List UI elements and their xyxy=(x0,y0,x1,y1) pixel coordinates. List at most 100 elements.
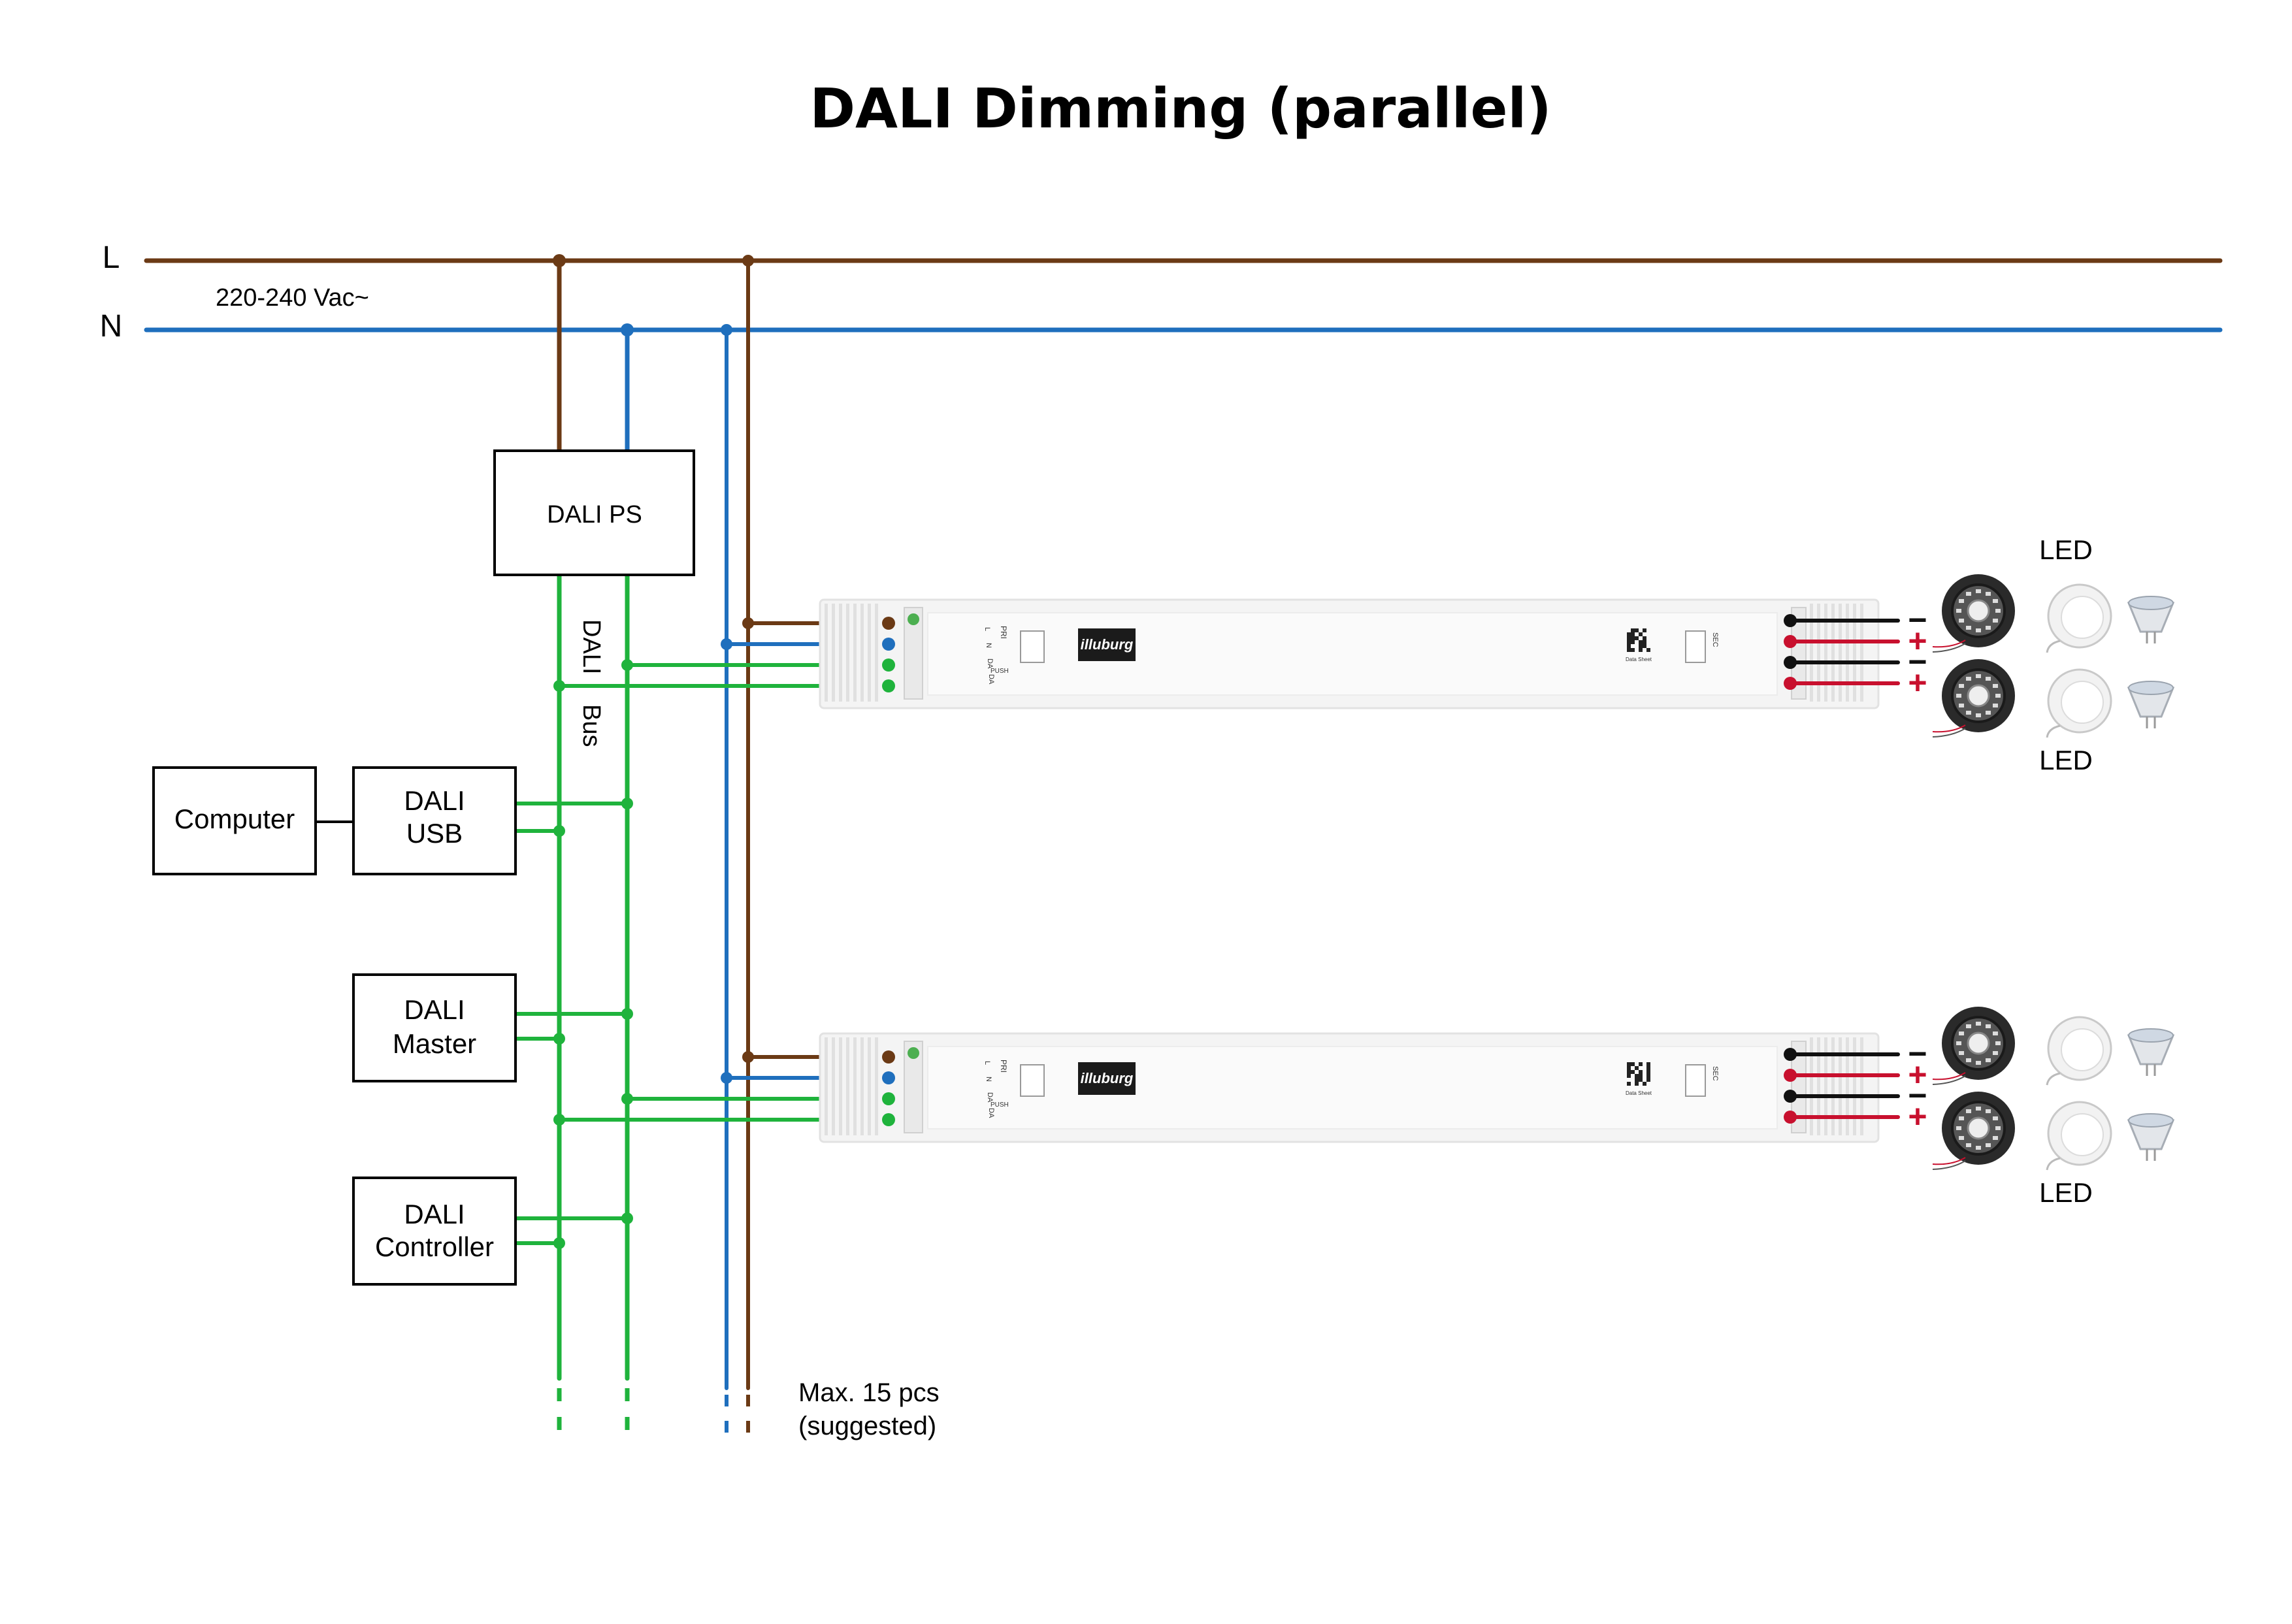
led-strip-reel-icon xyxy=(1932,1007,2015,1085)
junction-dot xyxy=(742,255,754,267)
terminal-fin xyxy=(875,604,878,702)
led-chip xyxy=(1986,592,1991,596)
led-chip xyxy=(1976,1107,1981,1111)
led-chip xyxy=(1956,1126,1961,1130)
dali-usb-box xyxy=(352,766,517,875)
minus-polarity-mark: − xyxy=(1908,643,1927,680)
junction-dot xyxy=(721,638,732,650)
terminal-da xyxy=(882,679,895,692)
terminal-fin xyxy=(860,604,864,702)
led-chip xyxy=(1992,619,1998,623)
driver-label-panel xyxy=(927,612,1778,696)
junction-dot xyxy=(553,1237,565,1249)
led-chip xyxy=(1992,1136,1998,1140)
terminal-fin xyxy=(1860,604,1863,702)
reel-lead-black xyxy=(1932,1160,1966,1170)
sec-header: SEC xyxy=(1711,632,1719,647)
junction-dot xyxy=(553,680,565,692)
push-release xyxy=(904,1041,923,1133)
spot-lens xyxy=(2128,596,2174,610)
qr-module xyxy=(1639,648,1643,652)
terminal-fin xyxy=(1846,604,1849,702)
terminal-fin xyxy=(860,1037,864,1135)
reel-lead-red xyxy=(1932,1157,1966,1165)
led-chip xyxy=(1976,1146,1981,1150)
line-label: L xyxy=(103,240,120,275)
release-clip xyxy=(908,1047,919,1059)
qr-module xyxy=(1646,1062,1650,1066)
led-chip xyxy=(1956,609,1961,613)
reel-hub xyxy=(1967,1116,1990,1140)
led-chip xyxy=(1959,684,1965,688)
dali-ps-box xyxy=(493,449,695,576)
led-loads xyxy=(1932,574,2175,1171)
plus-polarity-mark: + xyxy=(1908,623,1927,659)
dali-master-label-1: DALI xyxy=(404,994,465,1025)
led-label-1: LED xyxy=(2039,534,2093,565)
led-chip xyxy=(1959,1116,1965,1120)
output-terminal xyxy=(1784,614,1797,627)
led-chip xyxy=(1992,1051,1998,1055)
downlight-lens xyxy=(2061,596,2104,639)
computer-box xyxy=(152,766,317,875)
qr-module xyxy=(1646,1078,1650,1082)
led-chip xyxy=(1956,1041,1961,1045)
led-chip xyxy=(1992,599,1998,603)
dali-ps-label: DALI PS xyxy=(547,501,642,528)
spot-lens xyxy=(2128,681,2174,695)
led-chip xyxy=(1966,625,1971,630)
minus-polarity-mark: − xyxy=(1908,1035,1927,1072)
output-terminal xyxy=(1784,656,1797,669)
terminal-fin xyxy=(1817,1037,1820,1135)
led-chip xyxy=(1959,704,1965,707)
downlight-spring xyxy=(2046,640,2061,653)
qr-module xyxy=(1631,640,1635,644)
terminal-fin xyxy=(853,1037,857,1135)
led-chip xyxy=(1976,713,1981,717)
junction-dot xyxy=(553,1033,565,1045)
qr-module xyxy=(1643,636,1646,640)
dali-master-box xyxy=(352,973,517,1082)
led-chip xyxy=(1995,1126,2001,1130)
dali-usb-label-1: DALI xyxy=(404,785,465,816)
qr-module xyxy=(1639,1078,1643,1082)
qr-module xyxy=(1639,1074,1643,1078)
downlight-lens xyxy=(2061,1028,2104,1071)
sec-header: SEC xyxy=(1711,1066,1719,1081)
junction-dot xyxy=(621,798,633,809)
qr-module xyxy=(1627,1066,1631,1070)
terminal-n xyxy=(882,1071,895,1084)
downlight-spring xyxy=(2046,724,2061,738)
downlight-spring xyxy=(2046,1072,2061,1086)
qr-module xyxy=(1639,644,1643,648)
qr-module xyxy=(1631,636,1635,640)
qr-module xyxy=(1627,1062,1631,1066)
blocks: DALI PS Computer DALI USB DALI Master DA… xyxy=(152,449,695,1286)
led-chip xyxy=(1986,677,1991,681)
qr-module xyxy=(1635,1078,1639,1082)
led-chip xyxy=(1959,1051,1965,1055)
led-chip xyxy=(1966,1143,1971,1147)
qr-module xyxy=(1646,1070,1650,1074)
reel-lead-black xyxy=(1932,643,1966,653)
led-chip xyxy=(1992,1031,1998,1035)
terminal-fin xyxy=(839,604,842,702)
qr-module xyxy=(1627,640,1631,644)
qr-module xyxy=(1639,640,1643,644)
led-chip xyxy=(1976,1061,1981,1065)
dali-controller-label-1: DALI xyxy=(404,1199,465,1229)
release-clip xyxy=(908,613,919,625)
led-chip xyxy=(1995,1041,2001,1045)
qr-module xyxy=(1639,1062,1643,1066)
downlight-icon xyxy=(2046,1101,2112,1171)
led-chip xyxy=(1966,1024,1971,1029)
junction-dot xyxy=(621,659,633,671)
junction-dot xyxy=(621,1212,633,1224)
led-chip xyxy=(1976,1022,1981,1026)
junction-dot xyxy=(742,617,754,629)
led-chip xyxy=(1966,592,1971,596)
minus-polarity-mark: − xyxy=(1908,602,1927,638)
spot-lens xyxy=(2128,1028,2174,1043)
terminal-fin xyxy=(846,604,849,702)
